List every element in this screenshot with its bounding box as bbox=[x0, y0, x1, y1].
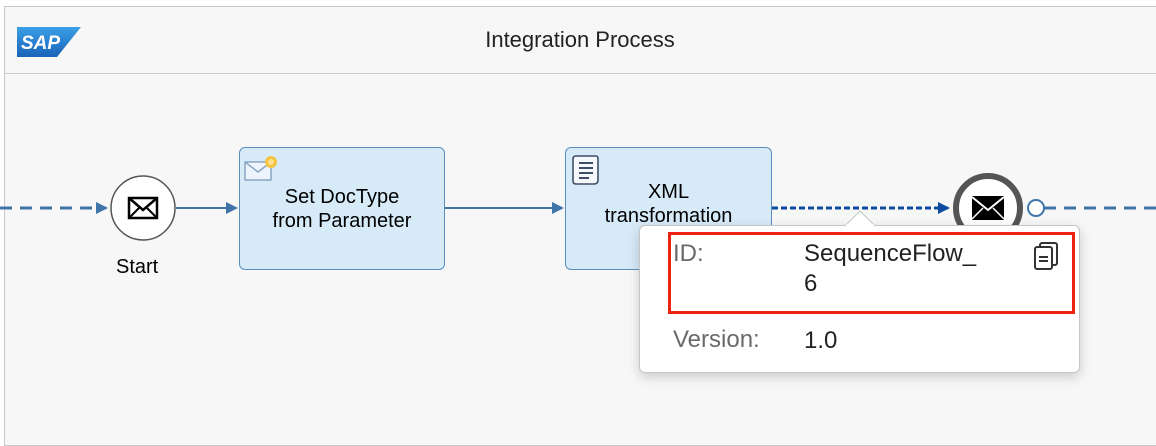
script-icon bbox=[572, 155, 599, 185]
version-value: 1.0 bbox=[804, 327, 838, 354]
sap-logo: SAP bbox=[17, 27, 81, 57]
task-set-doctype-label: Set DocType from Parameter bbox=[272, 185, 412, 232]
envelope-icon bbox=[971, 196, 1005, 220]
task-set-doctype[interactable]: Set DocType from Parameter bbox=[239, 147, 445, 270]
id-label: ID: bbox=[673, 240, 704, 267]
content-modifier-icon bbox=[244, 156, 277, 181]
sequence-flow-popover bbox=[639, 225, 1080, 373]
copy-icon[interactable] bbox=[1032, 240, 1064, 277]
start-event-label: Start bbox=[116, 256, 159, 278]
envelope-icon bbox=[127, 196, 159, 220]
end-event[interactable] bbox=[953, 173, 1023, 243]
start-event[interactable] bbox=[110, 175, 176, 241]
id-highlight-box bbox=[668, 232, 1075, 314]
pool-title: Integration Process bbox=[485, 27, 675, 52]
popover-caret bbox=[845, 210, 875, 227]
task-xml-transformation-label: XML transformation bbox=[604, 181, 733, 227]
svg-text:SAP: SAP bbox=[21, 33, 60, 54]
id-value: SequenceFlow_ 6 bbox=[804, 240, 977, 297]
message-flow-origin[interactable] bbox=[1027, 199, 1045, 217]
version-label: Version: bbox=[673, 326, 760, 353]
pool-header: SAP Integration Process bbox=[5, 7, 1156, 74]
